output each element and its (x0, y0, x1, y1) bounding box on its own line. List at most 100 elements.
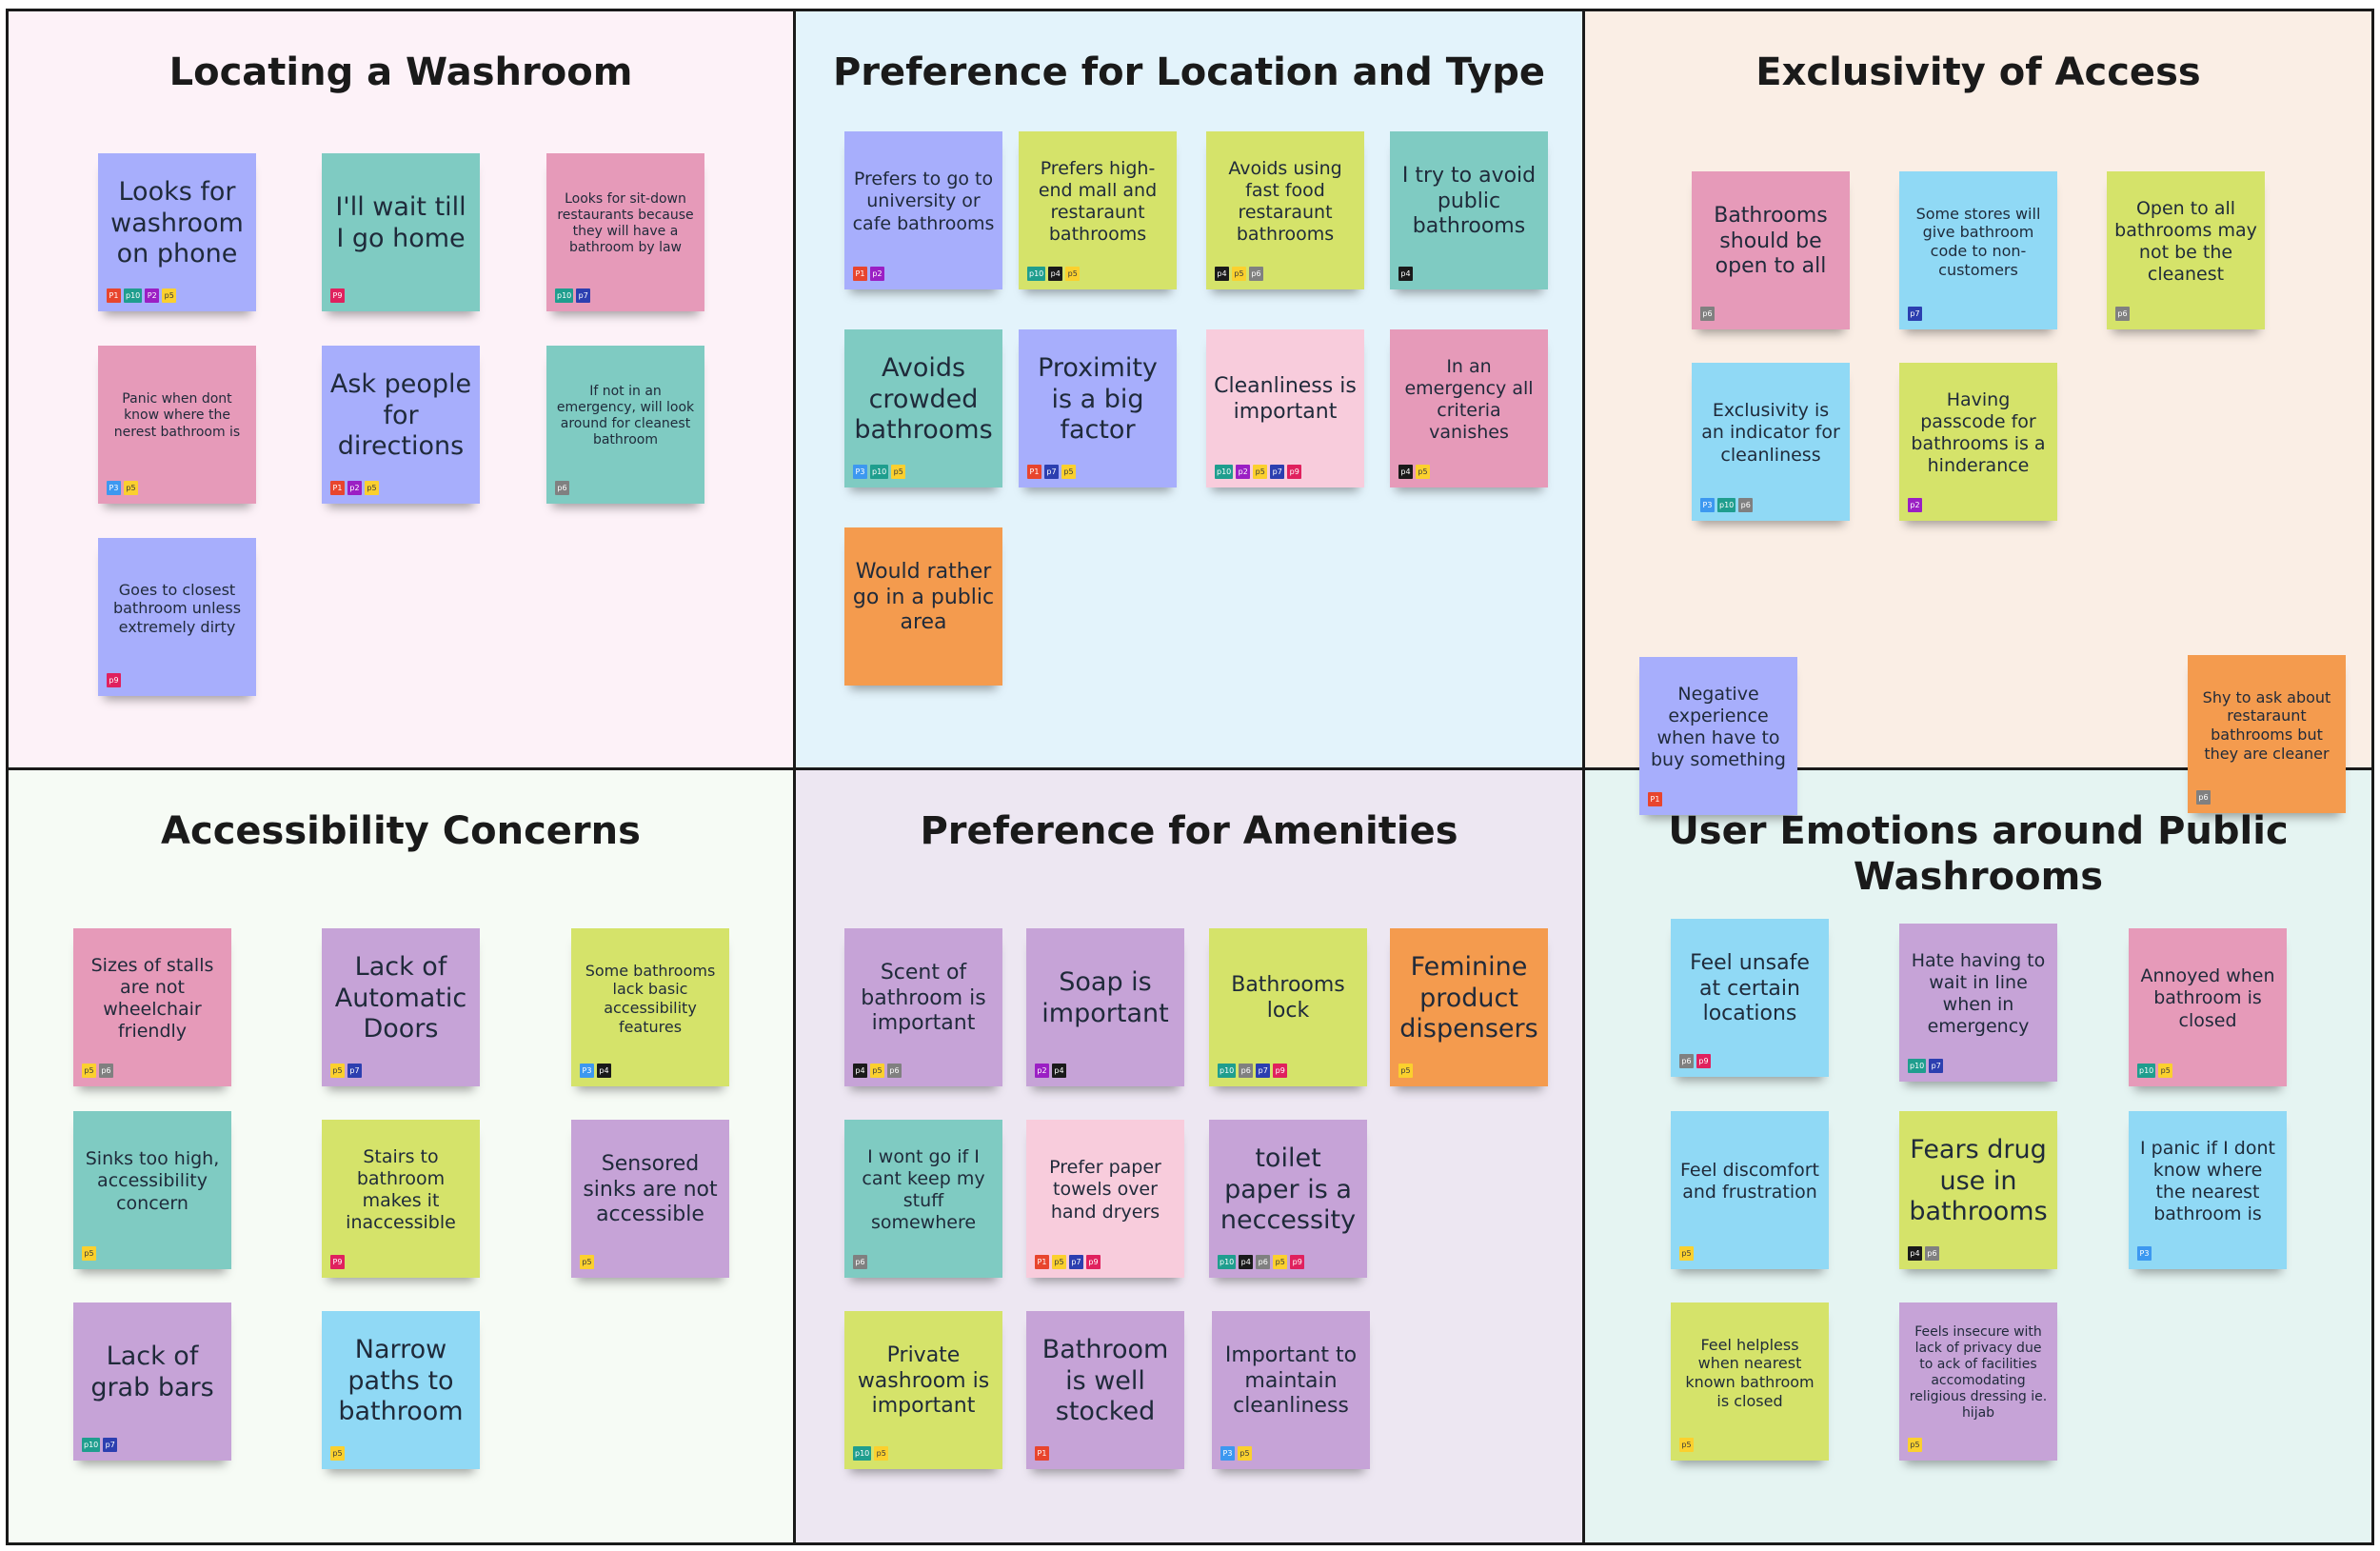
sticky-note[interactable]: Feminine product dispensers p5 (1390, 928, 1548, 1086)
participant-tags: p5 (1679, 1438, 1694, 1452)
sticky-note[interactable]: Stairs to bathroom makes it inaccessible… (322, 1120, 480, 1278)
note-text: Important to maintain cleanliness (1224, 1342, 1358, 1419)
sticky-note[interactable]: I panic if I dont know where the nearest… (2129, 1111, 2287, 1269)
participant-tags: p6 (555, 481, 569, 495)
sticky-note[interactable]: Goes to closest bathroom unless extremel… (98, 538, 256, 696)
participant-tag: p5 (1416, 465, 1430, 479)
participant-tag: P3 (107, 481, 121, 495)
participant-tag: p4 (1048, 267, 1063, 281)
participant-tag: p4 (597, 1064, 611, 1078)
sticky-note[interactable]: Feels insecure with lack of privacy due … (1899, 1302, 2057, 1461)
sticky-note[interactable]: Would rather go in a public area (844, 527, 1002, 686)
note-text: I'll wait till I go home (335, 192, 466, 253)
participant-tag: p7 (1044, 465, 1059, 479)
note-text: Bathrooms should be open to all (1714, 203, 1828, 279)
sticky-note[interactable]: Some stores will give bathroom code to n… (1899, 171, 2057, 329)
participant-tag: p6 (2196, 790, 2211, 805)
participant-tag: p6 (887, 1064, 902, 1078)
sticky-note[interactable]: Some bathrooms lack basic accessibility … (571, 928, 729, 1086)
sticky-note[interactable]: Prefers to go to university or cafe bath… (844, 131, 1002, 289)
sticky-note[interactable]: In an emergency all criteria vanishes p4… (1390, 329, 1548, 487)
sticky-note[interactable]: Avoids using fast food restaraunt bathro… (1206, 131, 1364, 289)
sticky-note[interactable]: Sensored sinks are not accessible p5 (571, 1120, 729, 1278)
participant-tag: P3 (2137, 1246, 2152, 1261)
sticky-note[interactable]: Bathroom is well stocked P1 (1026, 1311, 1184, 1469)
sticky-note[interactable]: Feel helpless when nearest known bathroo… (1671, 1302, 1829, 1461)
note-text: Feel discomfort and frustration (1680, 1159, 1819, 1203)
participant-tag: p10 (124, 288, 143, 303)
participant-tag: p4 (1908, 1246, 1922, 1261)
participant-tag: P1 (1035, 1446, 1049, 1461)
sticky-note[interactable]: I wont go if I cant keep my stuff somewh… (844, 1120, 1002, 1278)
sticky-note[interactable]: Open to all bathrooms may not be the cle… (2107, 171, 2265, 329)
participant-tag: p6 (555, 481, 569, 495)
sticky-note[interactable]: Exclusivity is an indicator for cleanlin… (1692, 363, 1850, 521)
participant-tag: p6 (99, 1064, 113, 1078)
participant-tag: p7 (1069, 1255, 1083, 1269)
sticky-note[interactable]: Hate having to wait in line when in emer… (1899, 924, 2057, 1082)
note-text: Would rather go in a public area (852, 559, 995, 635)
note-text: Exclusivity is an indicator for cleanlin… (1701, 400, 1840, 466)
participant-tag: p5 (1398, 1064, 1413, 1078)
participant-tag: p5 (365, 481, 379, 495)
sticky-note[interactable]: I try to avoid public bathrooms p4 (1390, 131, 1548, 289)
note-text: Feel helpless when nearest known bathroo… (1685, 1335, 1815, 1410)
participant-tag: p5 (1253, 465, 1268, 479)
sticky-note[interactable]: Sizes of stalls are not wheelchair frien… (73, 928, 231, 1086)
participant-tag: p5 (330, 1064, 345, 1078)
note-text: Negative experience when have to buy som… (1651, 683, 1786, 771)
sticky-note[interactable]: Having passcode for bathrooms is a hinde… (1899, 363, 2057, 521)
sticky-note[interactable]: If not in an emergency, will look around… (546, 346, 704, 504)
participant-tag: p5 (1908, 1438, 1922, 1452)
sticky-note[interactable]: Panic when dont know where the nerest ba… (98, 346, 256, 504)
sticky-note[interactable]: Narrow paths to bathroom p5 (322, 1311, 480, 1469)
participant-tags: p6 (2115, 307, 2130, 321)
participant-tags: P1 (1648, 792, 1662, 806)
participant-tag: p4 (1398, 267, 1413, 281)
sticky-note[interactable]: Negative experience when have to buy som… (1639, 657, 1797, 815)
sticky-note[interactable]: Shy to ask about restaraunt bathrooms bu… (2188, 655, 2346, 813)
participant-tags: p9 (107, 673, 121, 687)
participant-tag: p5 (1052, 1255, 1066, 1269)
sticky-note[interactable]: Bathrooms should be open to all p6 (1692, 171, 1850, 329)
participant-tags: p5 (580, 1255, 594, 1269)
participant-tag: p10 (555, 288, 574, 303)
sticky-note[interactable]: Feel discomfort and frustration p5 (1671, 1111, 1829, 1269)
participant-tag: P3 (1220, 1446, 1235, 1461)
participant-tag: p9 (1086, 1255, 1101, 1269)
sticky-note[interactable]: I'll wait till I go home P9 (322, 153, 480, 311)
participant-tag: p5 (162, 288, 177, 303)
note-text: If not in an emergency, will look around… (556, 383, 695, 448)
participant-tag: p10 (1717, 498, 1736, 512)
sticky-note[interactable]: Looks for sit-down restaurants because t… (546, 153, 704, 311)
note-text: Goes to closest bathroom unless extremel… (112, 580, 242, 636)
participant-tag: p5 (1065, 267, 1081, 281)
sticky-note[interactable]: Prefers high-end mall and restaraunt bat… (1019, 131, 1177, 289)
quadrant-title: User Emotions around Public Washrooms (1668, 809, 2289, 899)
sticky-note[interactable]: Sinks too high, accessibility concern p5 (73, 1111, 231, 1269)
